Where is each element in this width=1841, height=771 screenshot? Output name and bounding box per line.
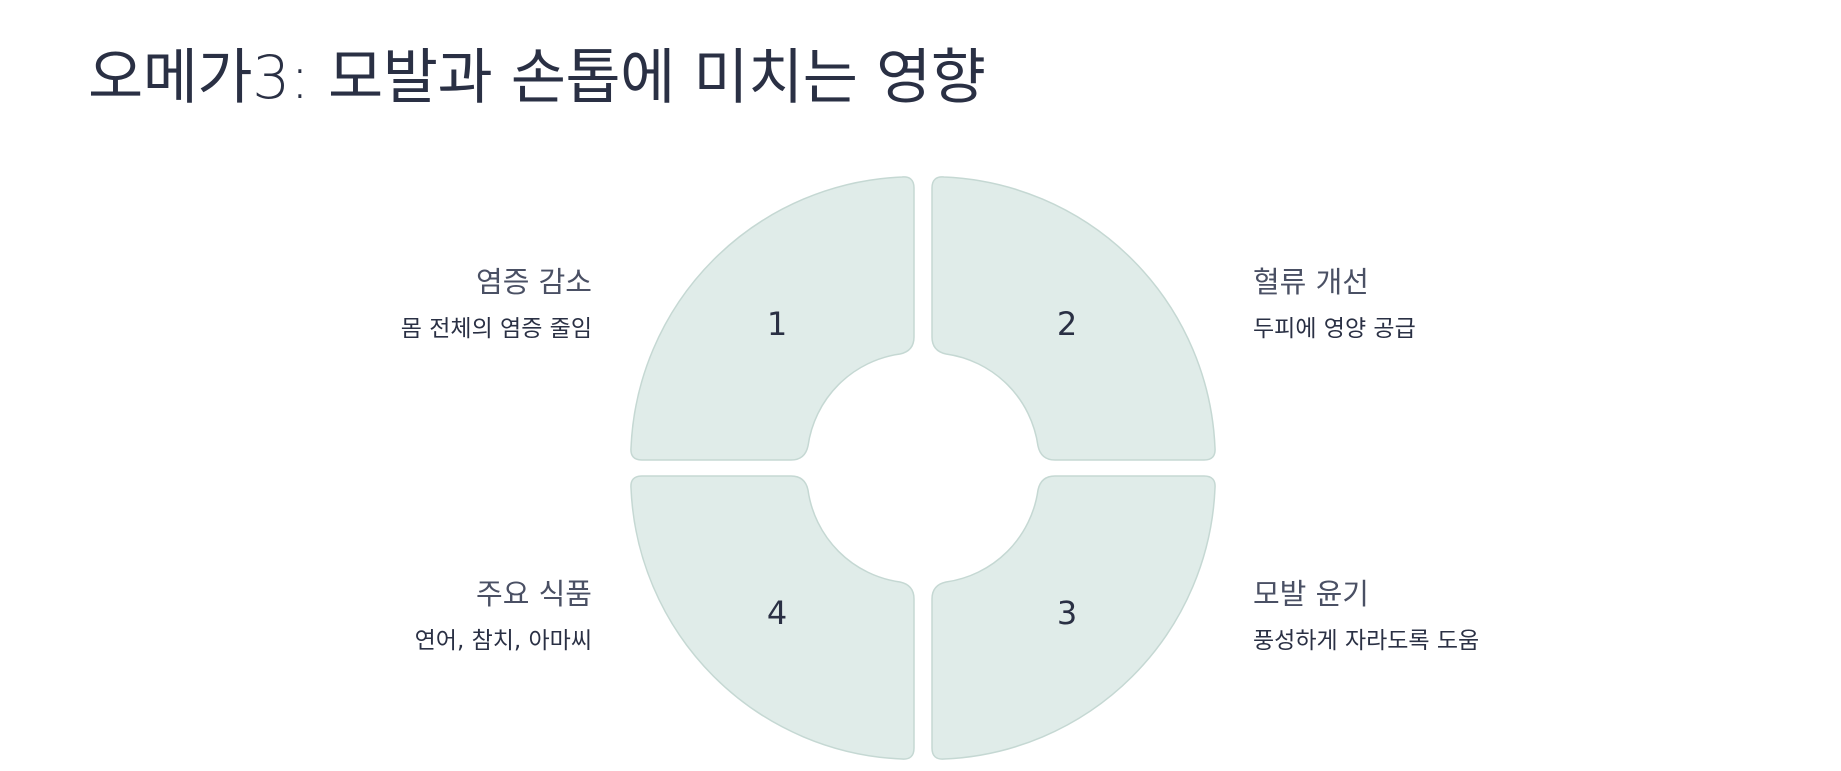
segment-2: [931, 176, 1216, 461]
label-group-2: 혈류 개선 두피에 영양 공급: [1253, 265, 1416, 343]
segment-description: 두피에 영양 공급: [1253, 315, 1416, 342]
segment-number-1: 1: [767, 305, 787, 343]
segment-number-3: 3: [1057, 594, 1077, 632]
segment-heading: 혈류 개선: [1253, 265, 1369, 299]
segment-3: [931, 475, 1216, 760]
segment-number-2: 2: [1057, 305, 1077, 343]
segment-description: 몸 전체의 염증 줄임: [400, 315, 592, 342]
segment-4: [630, 475, 915, 760]
label-group-1: 염증 감소 몸 전체의 염증 줄임: [401, 265, 592, 343]
page-title: 오메가3: 모발과 손톱에 미치는 영향: [88, 43, 986, 113]
segment-description: 풍성하게 자라도록 도움: [1253, 627, 1480, 654]
segment-heading: 모발 윤기: [1253, 577, 1369, 611]
label-group-4: 주요 식품 연어, 참치, 아마씨: [415, 577, 592, 655]
segment-number-4: 4: [767, 594, 787, 632]
label-group-3: 모발 윤기 풍성하게 자라도록 도움: [1253, 577, 1479, 655]
segment-heading: 염증 감소: [476, 265, 592, 299]
segment-description: 연어, 참치, 아마씨: [414, 627, 592, 654]
segment-1: [630, 176, 915, 461]
segment-heading: 주요 식품: [476, 577, 592, 611]
